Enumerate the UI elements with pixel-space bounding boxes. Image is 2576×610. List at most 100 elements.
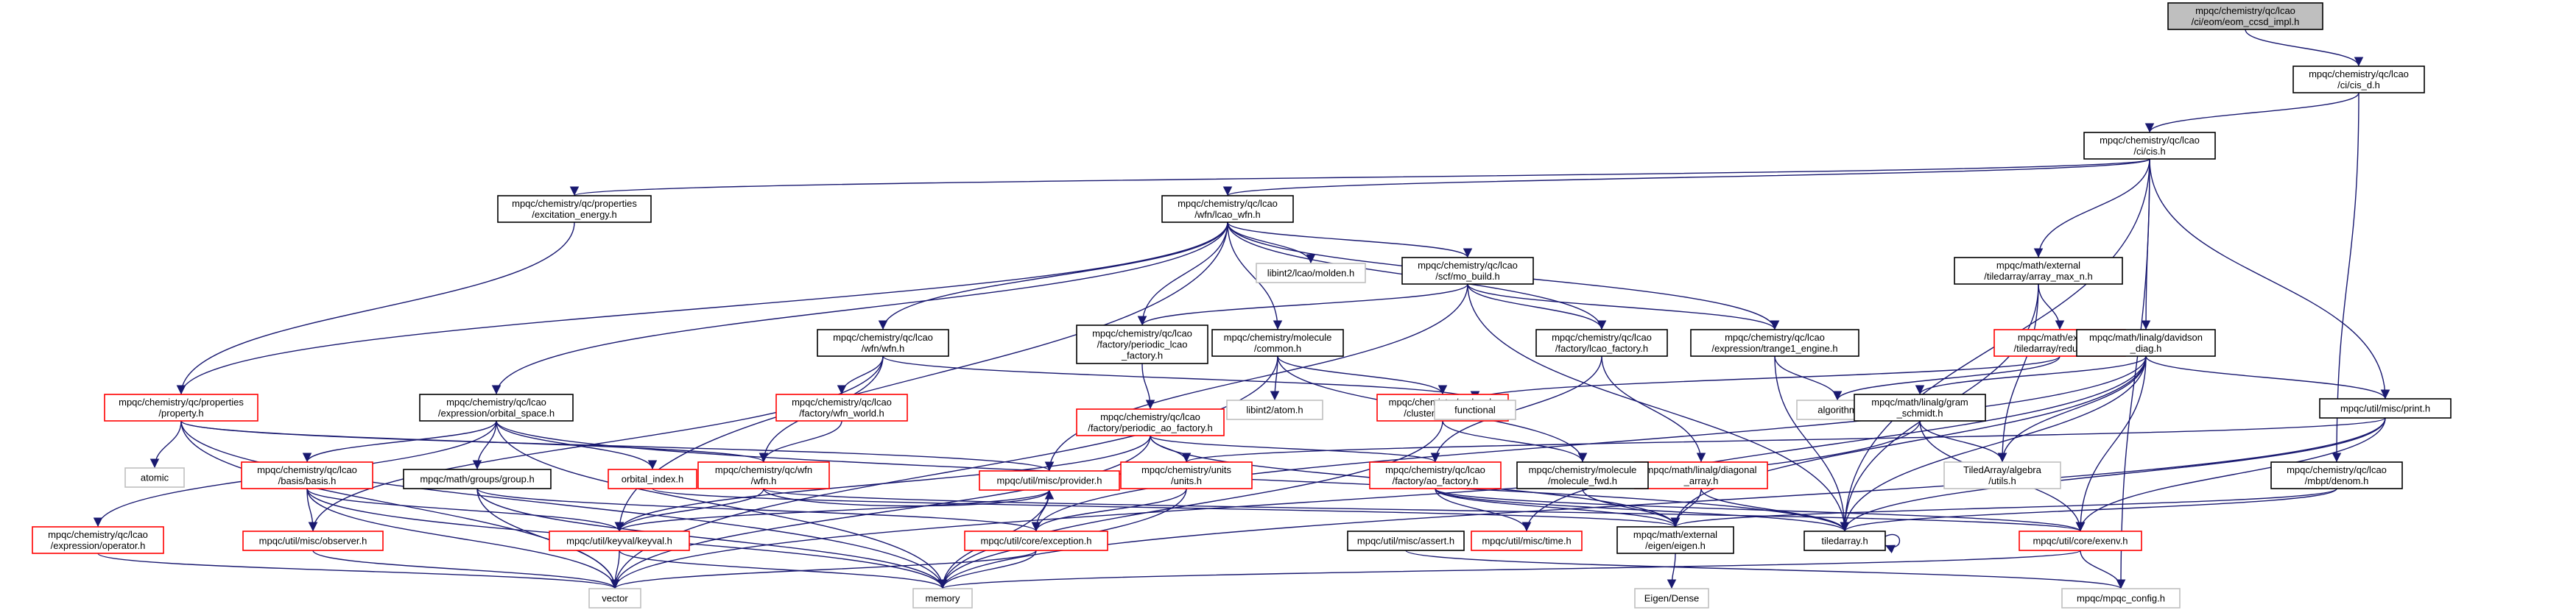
file-node-observer[interactable]: mpqc/util/misc/observer.h: [242, 531, 384, 551]
node-label-line: functional: [1454, 405, 1496, 416]
node-box: [32, 526, 164, 554]
node-label-line: mpqc/chemistry/qc/lcao: [1385, 464, 1485, 475]
node-box: [1076, 324, 1208, 364]
file-node-denom[interactable]: mpqc/chemistry/qc/lcao/mbpt/denom.h: [2270, 461, 2403, 489]
file-node-lcao-factory[interactable]: mpqc/chemistry/qc/lcao/factory/lcao_fact…: [1535, 329, 1668, 357]
node-box: [1535, 329, 1668, 357]
dependency-edge: [1141, 363, 1155, 410]
file-node-davidson[interactable]: mpqc/math/linalg/davidson_diag.h: [2076, 329, 2216, 357]
file-node-gram-schmidt[interactable]: mpqc/math/linalg/gram_schmidt.h: [1854, 394, 1986, 422]
file-node-group[interactable]: mpqc/math/groups/group.h: [403, 469, 552, 489]
file-node-cis[interactable]: mpqc/chemistry/qc/lcao/ci/cis.h: [2083, 132, 2216, 160]
file-node-eigen[interactable]: mpqc/math/external/eigen/eigen.h: [1616, 526, 1734, 554]
node-box: [1434, 400, 1516, 420]
file-node-lcao-wfnh[interactable]: mpqc/chemistry/qc/lcao/wfn/wfn.h: [817, 329, 949, 357]
file-node-print[interactable]: mpqc/util/misc/print.h: [2319, 398, 2452, 419]
file-node-lcao-wfn[interactable]: mpqc/chemistry/qc/lcao/wfn/lcao_wfn.h: [1161, 195, 1294, 223]
dependency-edge: [610, 550, 1037, 589]
node-box: [608, 469, 697, 489]
node-box: [1401, 257, 1534, 285]
file-node-exception[interactable]: mpqc/util/core/exception.h: [964, 531, 1108, 551]
node-label-line: mpqc/chemistry/qc/lcao: [1092, 328, 1192, 339]
dependency-edge: [180, 420, 948, 589]
file-node-mo-build[interactable]: mpqc/chemistry/qc/lcao/scf/mo_build.h: [1401, 257, 1534, 285]
node-label-line: mpqc/chemistry/qc/lcao: [1100, 411, 1200, 422]
file-node-units[interactable]: mpqc/chemistry/units/units.h: [1120, 461, 1253, 489]
dependency-edge: [1227, 221, 1473, 258]
node-box: [2019, 531, 2142, 551]
node-box: [419, 394, 574, 422]
dependency-edge: [652, 488, 1680, 528]
file-node-periodic-lcao[interactable]: mpqc/chemistry/qc/lcao/factory/periodic_…: [1076, 324, 1208, 364]
node-label-line: /expression/operator.h: [51, 540, 146, 551]
dependency-edge: [176, 221, 1228, 395]
node-label-line: libint2/lcao/molden.h: [1267, 268, 1355, 279]
file-node-keyval[interactable]: mpqc/util/keyval/keyval.h: [549, 531, 690, 551]
file-node-ao-factory[interactable]: mpqc/chemistry/qc/lcao/factory/ao_factor…: [1369, 461, 1502, 489]
file-node-expr-operator[interactable]: mpqc/chemistry/qc/lcao/expression/operat…: [32, 526, 164, 554]
file-node-basis[interactable]: mpqc/chemistry/qc/lcao/basis/basis.h: [241, 461, 373, 489]
node-label-line: mpqc/math/external: [1996, 260, 2080, 271]
node-box: [1369, 461, 1502, 489]
file-node-qc-wfn[interactable]: mpqc/chemistry/qc/wfn/wfn.h: [697, 461, 830, 489]
node-box: [242, 531, 384, 551]
node-label-line: mpqc/util/keyval/keyval.h: [566, 536, 672, 547]
file-node-provider[interactable]: mpqc/util/misc/provider.h: [979, 470, 1120, 491]
dependency-edge: [312, 550, 620, 589]
node-label-line: mpqc/math/linalg/gram: [1871, 397, 1968, 408]
file-node-assert[interactable]: mpqc/util/misc/assert.h: [1347, 531, 1465, 551]
dependency-edge: [1182, 417, 2386, 463]
node-box: [549, 531, 690, 551]
file-node-exenv[interactable]: mpqc/util/core/exenv.h: [2019, 531, 2142, 551]
node-label-line: _array.h: [1683, 475, 1719, 486]
node-label-line: mpqc/util/misc/print.h: [2340, 403, 2430, 414]
node-label-line: mpqc/util/misc/observer.h: [259, 536, 367, 547]
file-node-orbital-space[interactable]: mpqc/chemistry/qc/lcao/expression/orbita…: [419, 394, 574, 422]
file-node-periodic-ao[interactable]: mpqc/chemistry/qc/lcao/factory/periodic_…: [1076, 408, 1225, 436]
dependency-edge: [176, 221, 575, 395]
file-node-array-max[interactable]: mpqc/math/external/tiledarray/array_max_…: [1954, 257, 2123, 285]
dependency-edge: [306, 488, 318, 532]
node-label-line: /common.h: [1254, 343, 1301, 354]
file-node-molecule-fwd[interactable]: mpqc/chemistry/molecule/molecule_fwd.h: [1516, 461, 1649, 489]
node-label-line: /scf/mo_build.h: [1435, 271, 1499, 282]
node-label-line: algorithm: [1817, 405, 1857, 416]
dependency-edge: [614, 488, 764, 532]
dependency-edge: [1670, 355, 2147, 528]
dependency-edge: [763, 488, 1055, 507]
file-node-time[interactable]: mpqc/util/misc/time.h: [1471, 531, 1583, 551]
file-node-diagonal-array[interactable]: mpqc/math/linalg/diagonal_array.h: [1634, 461, 1768, 489]
dependency-edge: [1915, 355, 2147, 395]
dependency-edge: [491, 221, 1228, 395]
file-node-cis-d[interactable]: mpqc/chemistry/qc/lcao/ci/cis_d.h: [2292, 65, 2425, 93]
dependency-edge: [2075, 417, 2386, 532]
file-node-eigen-dense: Eigen/Dense: [1634, 588, 1709, 609]
node-box: [2061, 588, 2181, 609]
dependency-edge: [306, 488, 620, 589]
file-node-tiledarray[interactable]: tiledarray.h: [1803, 531, 1886, 551]
file-node-orbital-index[interactable]: orbital_index.h: [608, 469, 697, 489]
node-label-line: /ci/eom/eom_ccsd_impl.h: [2192, 16, 2300, 27]
file-node-trange1[interactable]: mpqc/chemistry/qc/lcao/expression/trange…: [1690, 329, 1859, 357]
file-node-root[interactable]: mpqc/chemistry/qc/lcao/ci/eom/eom_ccsd_i…: [2167, 2, 2323, 30]
node-box: [817, 329, 949, 357]
file-node-algorithm: algorithm: [1796, 400, 1879, 420]
node-box: [1120, 461, 1253, 489]
dependency-edge: [302, 420, 497, 463]
node-label-line: mpqc/chemistry/qc/lcao: [2100, 135, 2200, 146]
node-box: [1226, 400, 1323, 420]
file-node-mol-common[interactable]: mpqc/chemistry/molecule/common.h: [1211, 329, 1344, 357]
file-node-property[interactable]: mpqc/chemistry/qc/properties/property.h: [104, 394, 258, 422]
node-label-line: mpqc/util/core/exception.h: [980, 536, 1091, 547]
node-label-line: mpqc/chemistry/qc/wfn: [715, 464, 812, 475]
node-label-line: /wfn/wfn.h: [862, 343, 905, 354]
node-label-line: /utils.h: [1988, 475, 2016, 486]
node-label-line: mpqc/chemistry/qc/lcao: [1418, 260, 1518, 271]
node-label-line: _factory.h: [1121, 350, 1163, 361]
dependency-edge: [759, 420, 842, 463]
file-node-wfn-world[interactable]: mpqc/chemistry/qc/lcao/factory/wfn_world…: [775, 394, 908, 422]
node-label-line: mpqc/math/external: [1633, 529, 1717, 540]
node-box: [775, 394, 908, 422]
file-node-exc-energy[interactable]: mpqc/chemistry/qc/properties/excitation_…: [497, 195, 652, 223]
dependency-edge: [1031, 488, 1187, 532]
